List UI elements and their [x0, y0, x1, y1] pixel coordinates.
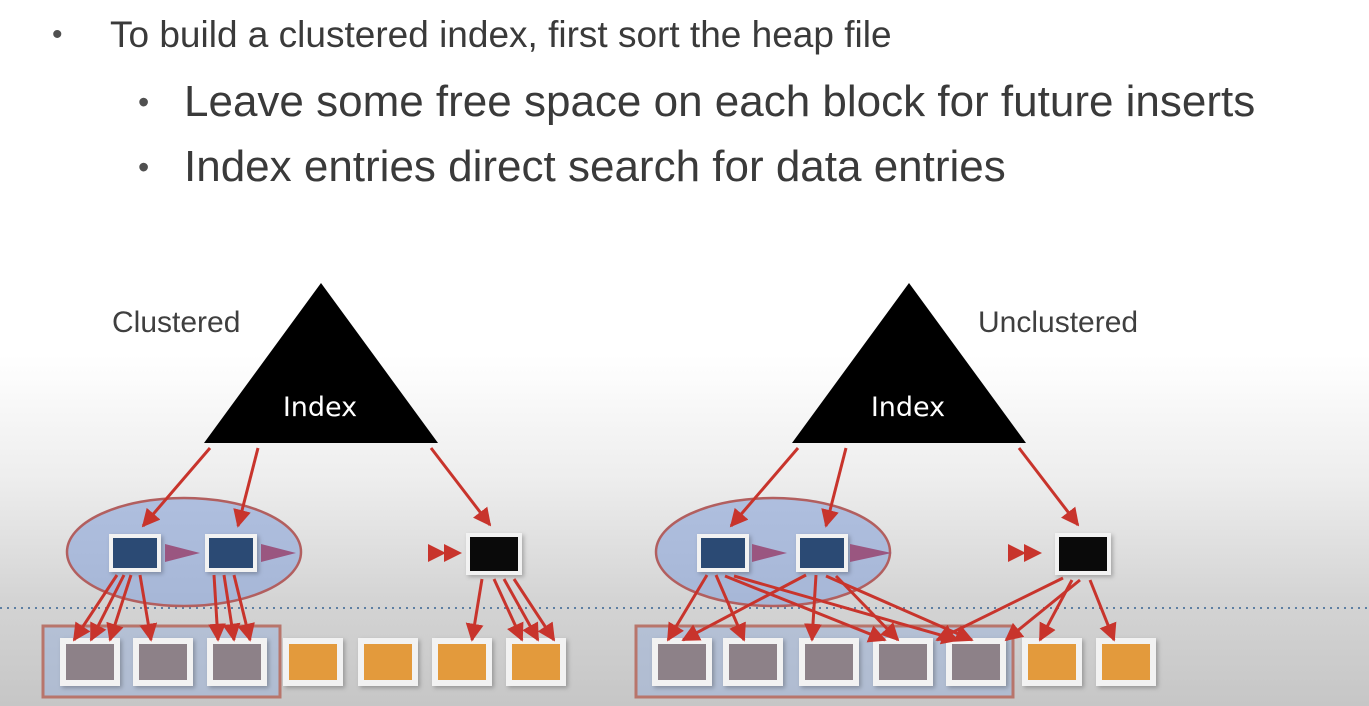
bullet-marker: •: [138, 148, 150, 185]
leaf-node: [800, 538, 844, 568]
leaf-node-black: [470, 537, 518, 571]
bullet-item-level2: • Index entries direct search for data e…: [138, 139, 1006, 195]
unclustered-caption: Unclustered: [978, 306, 1138, 339]
index-label: Index: [283, 392, 357, 423]
data-page: [139, 644, 187, 680]
bullet-marker: •: [52, 18, 63, 51]
sibling-pointers: [165, 544, 462, 562]
index-triangle: [204, 283, 438, 443]
index-label: Index: [871, 392, 945, 423]
unclustered-diagram: Unclustered Index: [634, 283, 1156, 699]
data-page: [805, 644, 853, 680]
data-page: [213, 644, 261, 680]
leaf-node: [113, 538, 157, 568]
free-data-page: [289, 644, 337, 680]
bullet-text: Index entries direct search for data ent…: [184, 142, 1006, 191]
data-page: [729, 644, 777, 680]
data-page: [66, 644, 114, 680]
data-page: [658, 644, 706, 680]
free-data-page: [1028, 644, 1076, 680]
data-pointers: [666, 573, 1117, 645]
data-pointers: [72, 574, 556, 642]
data-pages: [652, 638, 1156, 686]
leaf-node: [209, 538, 253, 568]
index-arrows: [729, 447, 1080, 528]
sibling-pointers: [752, 544, 1042, 562]
data-page: [952, 644, 1000, 680]
leaf-node-black: [1059, 537, 1107, 571]
leaf-node: [701, 538, 745, 568]
index-triangle: [792, 283, 1026, 443]
clustered-caption: Clustered: [112, 306, 240, 339]
bullet-marker: •: [138, 83, 150, 120]
index-arrows: [141, 447, 492, 528]
clustered-diagram: Clustered Index: [41, 283, 566, 699]
free-data-page: [438, 644, 486, 680]
free-data-page: [364, 644, 412, 680]
bullet-text: Leave some free space on each block for …: [184, 77, 1256, 126]
bullet-item-level1: • To build a clustered index, first sort…: [52, 10, 892, 60]
bullet-list: • To build a clustered index, first sort…: [0, 0, 1369, 210]
data-pages: [60, 638, 566, 686]
bullet-text: To build a clustered index, first sort t…: [110, 14, 892, 55]
bullet-item-level2: • Leave some free space on each block fo…: [138, 74, 1255, 130]
data-page: [879, 644, 927, 680]
free-data-page: [1102, 644, 1150, 680]
free-data-page: [512, 644, 560, 680]
